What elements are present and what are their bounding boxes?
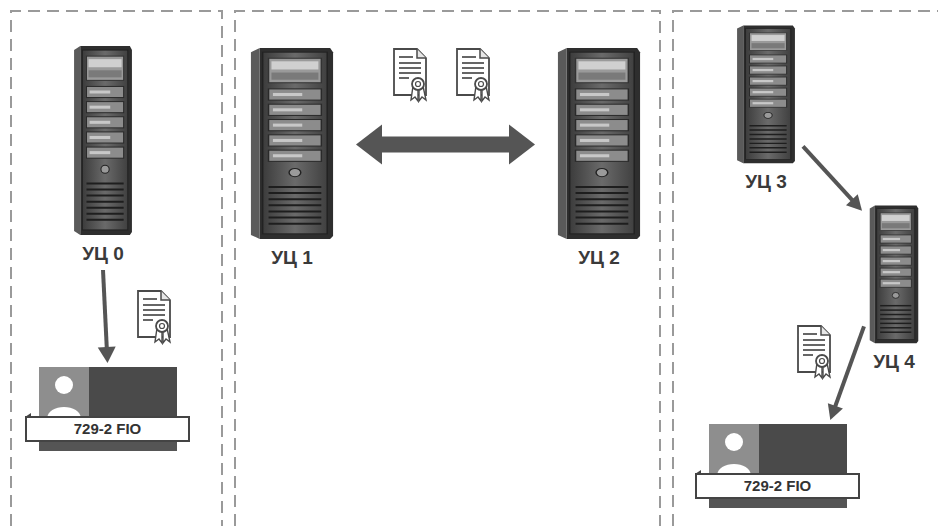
server-icon (868, 204, 920, 344)
arrow-line (377, 137, 514, 153)
arrow-head (828, 403, 843, 420)
arrow-head (846, 194, 862, 210)
arrow-connector (803, 146, 862, 210)
user-card-node: 729-2 FIO (25, 367, 190, 452)
region-frame (235, 11, 660, 526)
server-label: УЦ 4 (868, 350, 920, 374)
arrow-connector (828, 326, 864, 420)
server-icon (72, 44, 134, 236)
region-frame (11, 11, 222, 526)
user-card-node: 729-2 FIO (695, 424, 860, 509)
region-frame (673, 11, 938, 526)
server-icon (248, 46, 336, 240)
arrow-head (98, 347, 116, 363)
server-node: УЦ 4 (868, 204, 920, 374)
user-name-label: 729-2 FIO (25, 417, 190, 441)
arrow-head (356, 125, 382, 165)
arrow-connector (356, 125, 535, 165)
certificate-icon (798, 326, 830, 378)
certificate-icon (457, 49, 489, 101)
server-label: УЦ 1 (248, 246, 336, 270)
server-icon (555, 46, 643, 240)
server-label: УЦ 3 (735, 170, 797, 194)
user-card (25, 367, 190, 452)
server-icon (735, 24, 797, 164)
arrow-connector (98, 270, 116, 363)
server-node: УЦ 3 (735, 24, 797, 194)
user-name-label: 729-2 FIO (695, 474, 860, 498)
arrow-line (103, 270, 107, 350)
server-label: УЦ 2 (555, 246, 643, 270)
server-node: УЦ 2 (555, 46, 643, 270)
server-node: УЦ 1 (248, 46, 336, 270)
user-card (695, 424, 860, 509)
arrow-line (834, 326, 864, 408)
arrow-line (803, 146, 854, 202)
server-label: УЦ 0 (72, 242, 134, 266)
server-node: УЦ 0 (72, 44, 134, 266)
arrow-head (509, 125, 535, 165)
certificate-icon (138, 291, 170, 343)
certificate-icon (394, 49, 426, 101)
